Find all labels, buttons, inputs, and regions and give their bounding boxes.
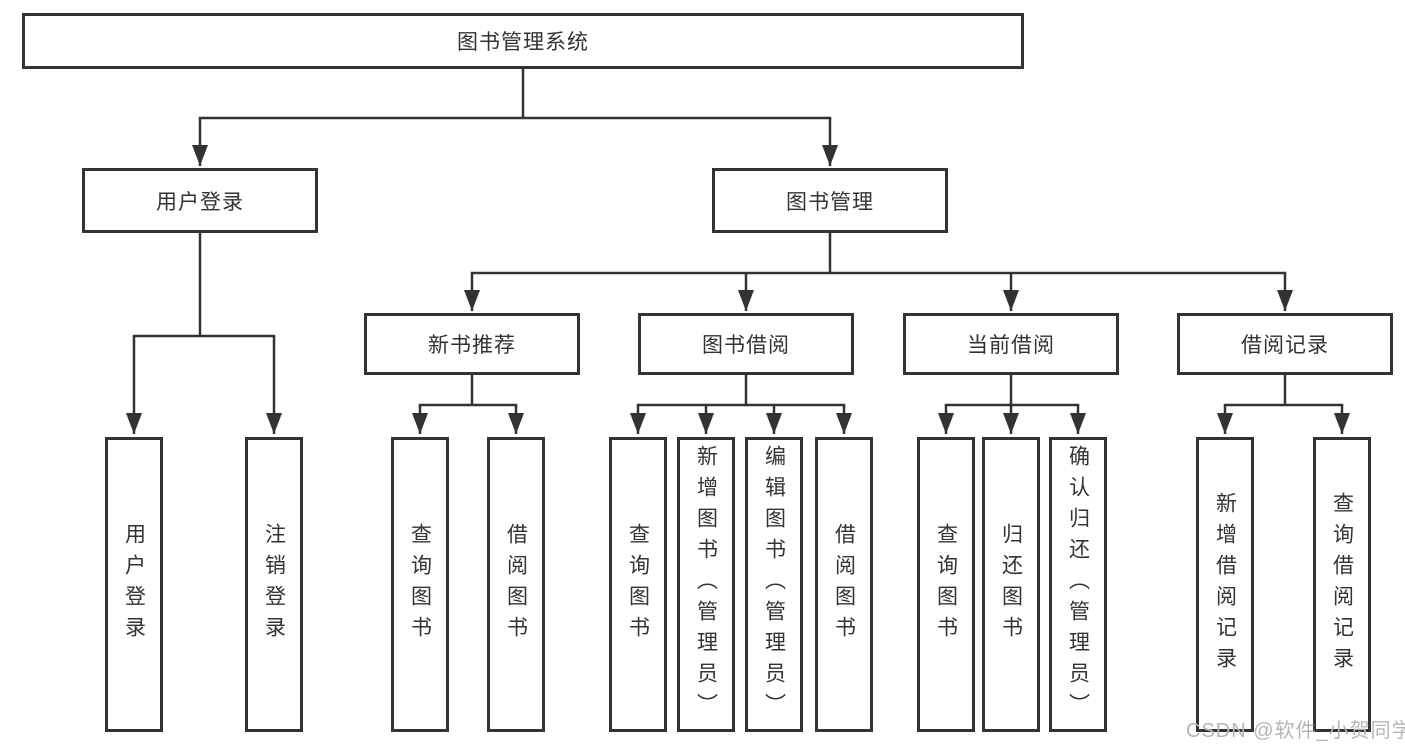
node-book-borrowing: 图书借阅 [638,313,854,375]
leaf-query-borrow-record: 查询借阅记录 [1313,437,1371,732]
leaf-query-books-current: 查询图书 [917,437,975,732]
csdn-watermark: CSDN @软件_小贺同学 [1186,720,1405,742]
leaf-query-books-borrowing: 查询图书 [609,437,667,732]
leaf-add-books-admin: 新增图书（管理员） [677,437,735,732]
node-user-login: 用户登录 [82,168,318,233]
node-book-management: 图书管理 [712,168,948,233]
node-borrowing-records: 借阅记录 [1177,313,1393,375]
leaf-logout: 注销登录 [245,437,303,732]
leaf-borrow-books-borrowing: 借阅图书 [815,437,873,732]
leaf-confirm-return-admin: 确认归还（管理员） [1049,437,1107,732]
node-new-book-recommendation: 新书推荐 [364,313,580,375]
leaf-return-books: 归还图书 [982,437,1040,732]
node-library-system: 图书管理系统 [22,13,1024,69]
leaf-borrow-books-recommend: 借阅图书 [487,437,545,732]
node-current-borrowing: 当前借阅 [903,313,1119,375]
connector-arrows [126,118,1350,434]
leaf-query-books-recommend: 查询图书 [391,437,449,732]
leaf-user-login: 用户登录 [105,437,163,732]
leaf-edit-books-admin: 编辑图书（管理员） [745,437,803,732]
leaf-add-borrow-record: 新增借阅记录 [1196,437,1254,732]
